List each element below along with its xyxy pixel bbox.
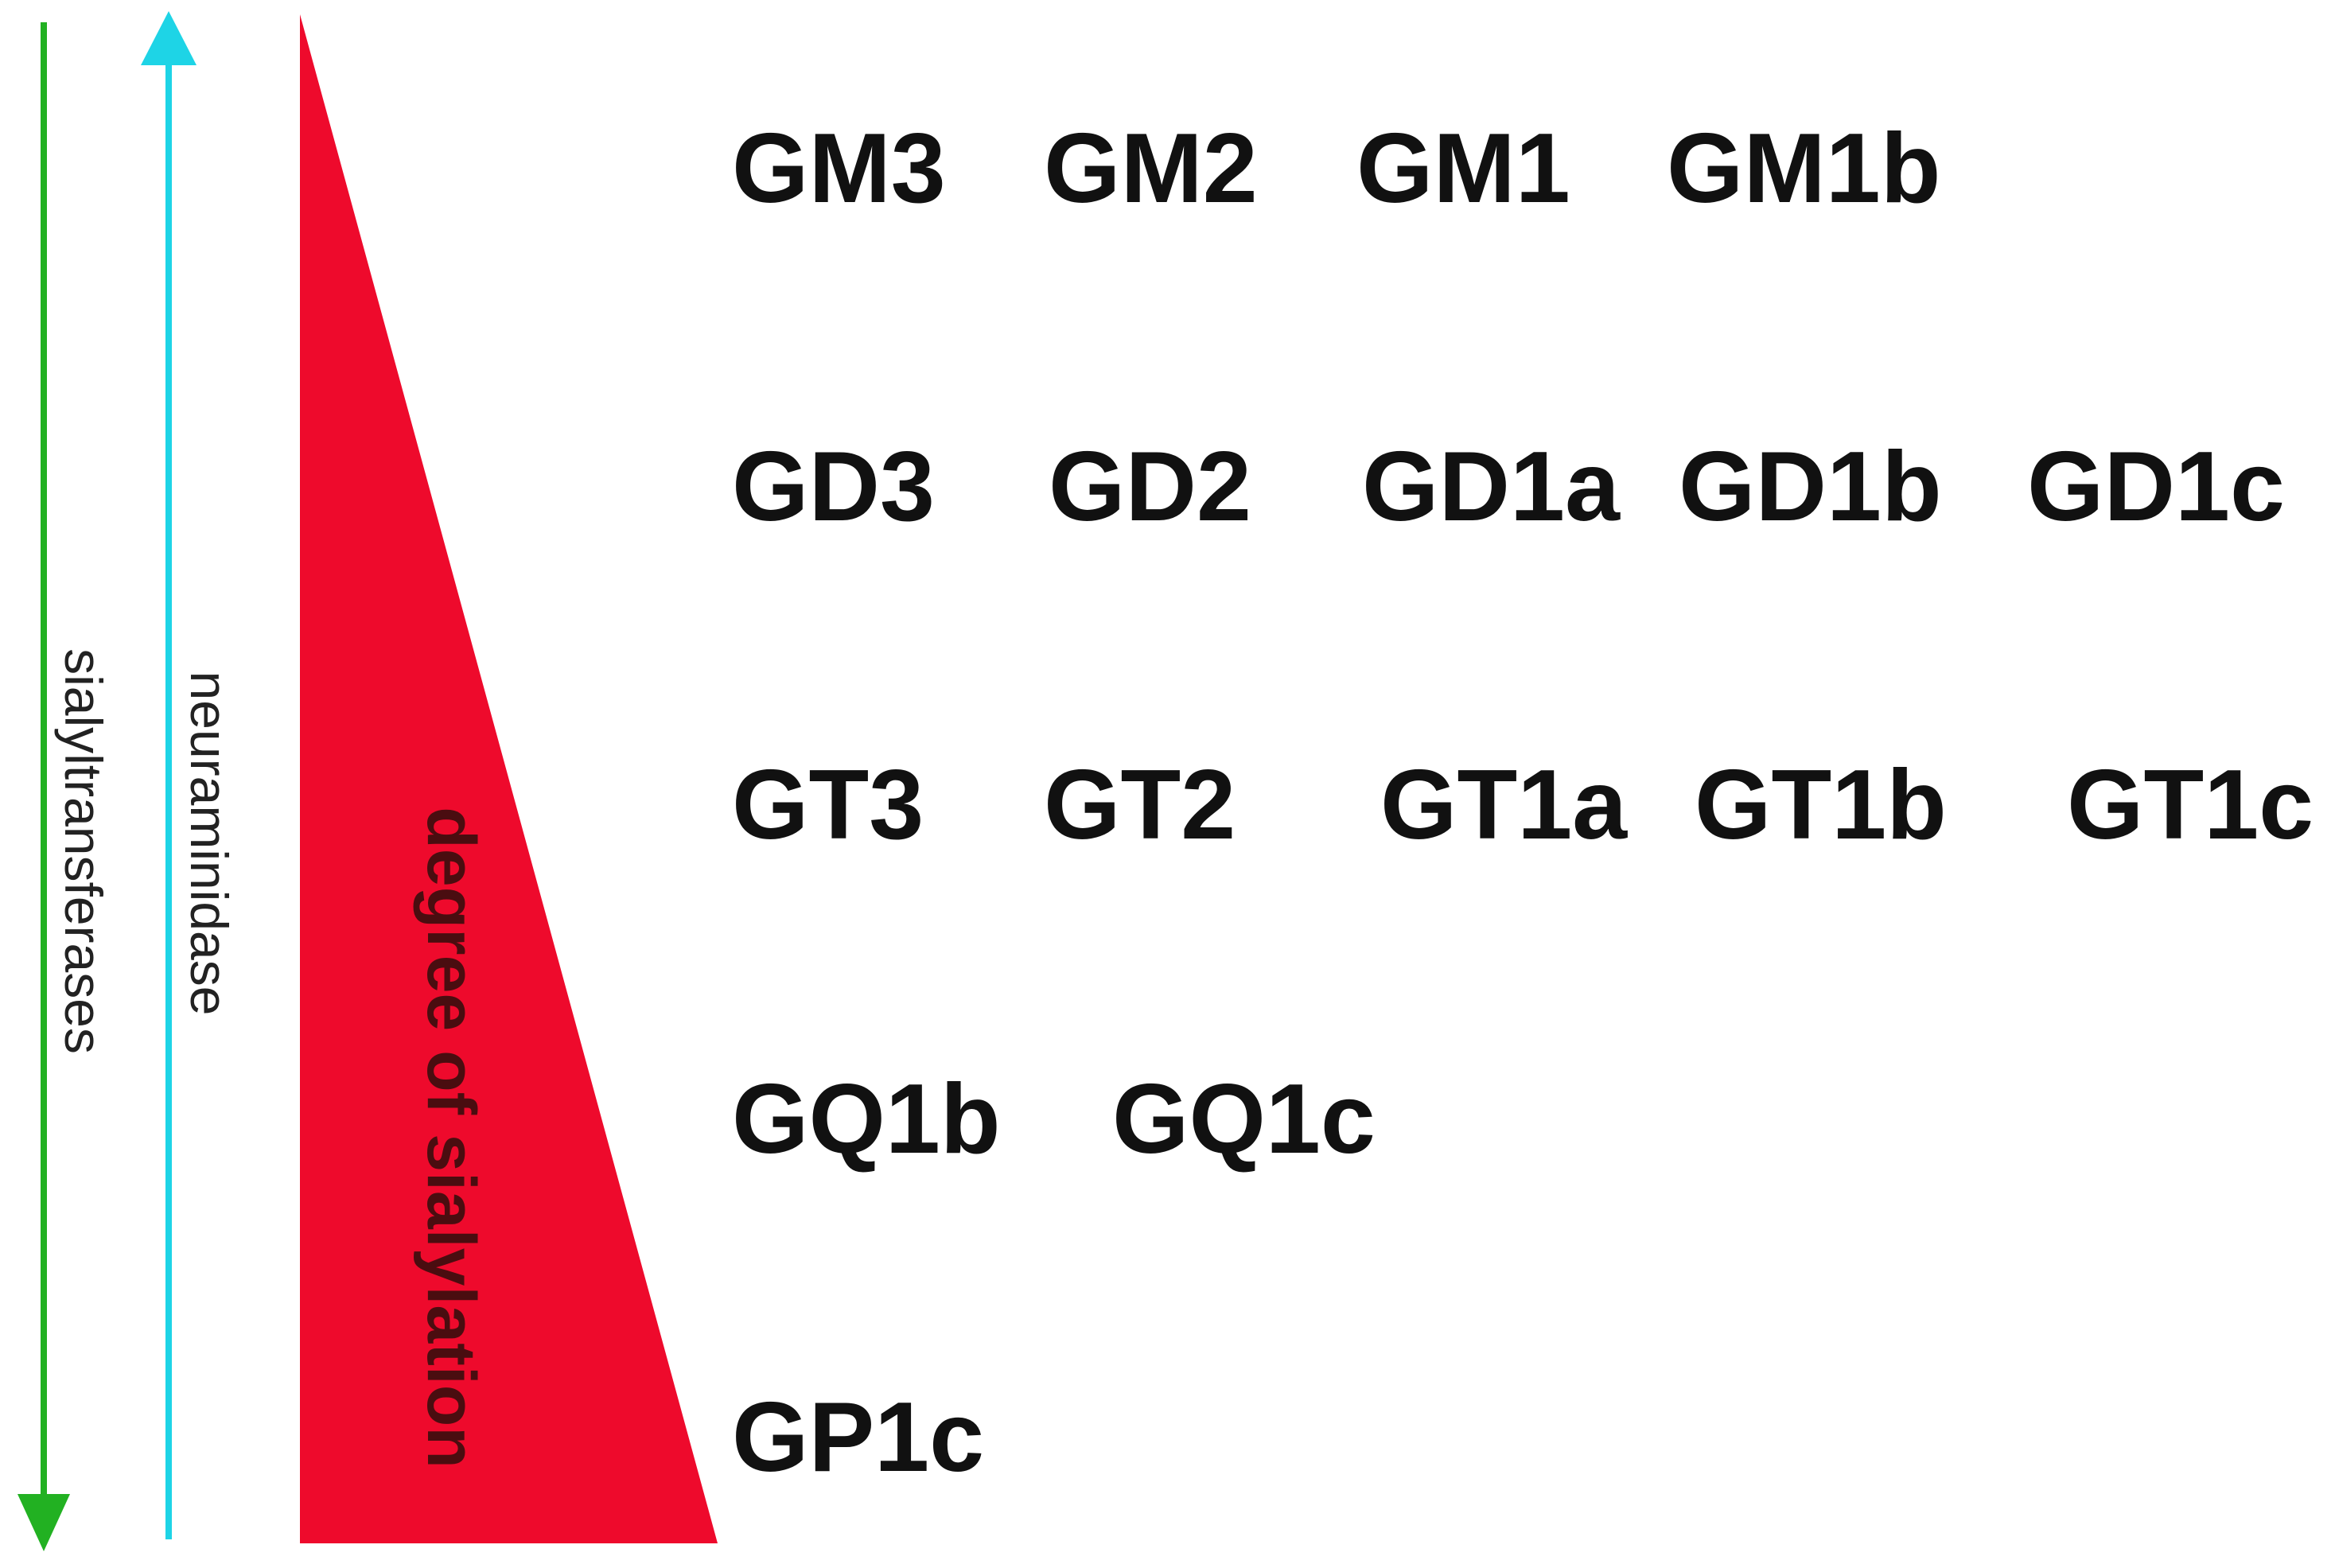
ganglioside-gp1c: GP1c xyxy=(732,1383,985,1492)
sialylation-wedge: degree of sialylation xyxy=(300,14,718,1543)
sialyltransferases-arrow-head xyxy=(18,1494,70,1551)
ganglioside-gd3: GD3 xyxy=(732,432,935,542)
sialylation-wedge-shape xyxy=(300,14,718,1543)
ganglioside-gd2: GD2 xyxy=(1049,432,1251,542)
neuraminidase-arrow: neuraminidase xyxy=(141,11,239,1539)
ganglioside-gt1a: GT1a xyxy=(1380,750,1628,860)
ganglioside-gq1c: GQ1c xyxy=(1112,1064,1376,1174)
ganglioside-gm2: GM2 xyxy=(1044,114,1258,224)
ganglioside-gm1: GM1 xyxy=(1356,114,1570,224)
ganglioside-gt1c: GT1c xyxy=(2067,750,2314,860)
ganglioside-gt2: GT2 xyxy=(1044,750,1236,860)
ganglioside-gd1c: GD1c xyxy=(2027,432,2285,542)
ganglioside-gt1b: GT1b xyxy=(1695,750,1947,860)
degree-of-sialylation-label: degree of sialylation xyxy=(413,807,489,1469)
ganglioside-gt3: GT3 xyxy=(732,750,924,860)
ganglioside-gd1a: GD1a xyxy=(1362,432,1620,542)
ganglioside-gm3: GM3 xyxy=(732,114,946,224)
ganglioside-gq1b: GQ1b xyxy=(732,1064,1001,1174)
neuraminidase-label: neuraminidase xyxy=(180,671,239,1016)
ganglioside-gd1b: GD1b xyxy=(1679,432,1942,542)
sialyltransferases-arrow: sialyltransferases xyxy=(18,22,113,1551)
neuraminidase-arrow-head xyxy=(141,11,197,65)
ganglioside-gm1b: GM1b xyxy=(1667,114,1941,224)
sialyltransferases-label: sialyltransferases xyxy=(54,648,113,1054)
